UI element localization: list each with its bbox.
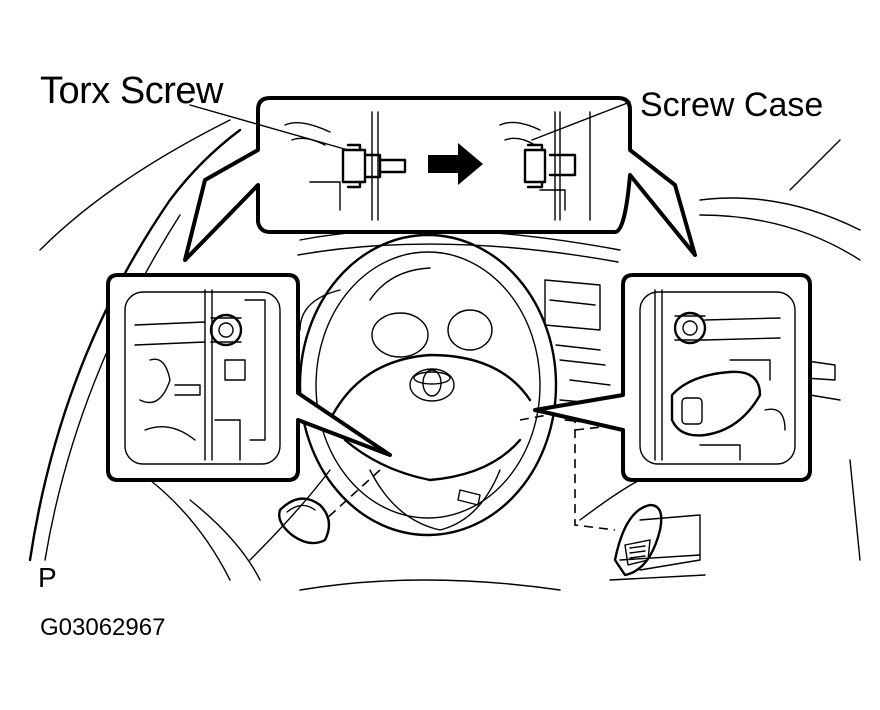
column-switch: [613, 503, 663, 577]
torx-screw-detail: [284, 111, 407, 221]
screw-case-label: Screw Case: [640, 86, 824, 124]
view-marker-label: P: [38, 562, 57, 593]
dashboard-outline: [28, 119, 861, 591]
pad-cover: [278, 497, 331, 545]
torx-leader-line: [189, 104, 349, 151]
toyota-emblem-icon: [409, 368, 455, 402]
screw-case-part: [670, 370, 762, 437]
screw-case-detail: [499, 111, 591, 221]
steering-wheel: [298, 233, 558, 537]
bolt-icon: [209, 313, 243, 347]
torx-screw-label: Torx Screw: [40, 70, 223, 112]
detail-callout: [183, 96, 697, 262]
bolt-icon: [673, 311, 707, 345]
left-inset: [106, 273, 392, 482]
right-arrow-icon: [428, 143, 483, 185]
figure-code-label: G03062967: [40, 614, 166, 641]
case-leader-line: [531, 101, 631, 141]
right-inset: [533, 273, 812, 482]
